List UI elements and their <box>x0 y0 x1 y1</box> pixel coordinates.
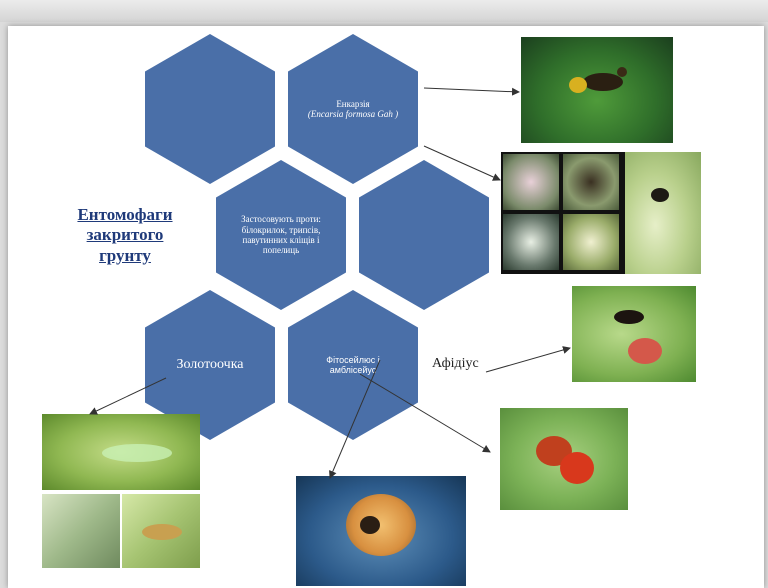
aphidius-label: Афідіус <box>432 356 479 371</box>
aphidius-photo <box>572 286 696 382</box>
arrow-aphidius-photo <box>485 346 571 373</box>
lacewing-larva-photo <box>122 494 200 568</box>
phytoseiulus-text: Фітосейлюс і амблісейус <box>326 354 380 375</box>
phytoseiulus-mite-photo <box>500 408 628 510</box>
arrow-amblyseius-photo <box>329 359 381 479</box>
lacewing-adult-photo <box>42 414 200 490</box>
encarsia-latin-name: (Encarsia formosa Gah ) <box>307 109 399 119</box>
encarsia-photo <box>521 37 673 143</box>
center-text: Застосовують проти: білокрилок, трипсів,… <box>241 214 321 256</box>
arrow-encarsia-photo <box>423 87 520 96</box>
lacewing-eggs-photo <box>42 494 120 568</box>
hexagon-top-left <box>145 34 275 184</box>
encarsia-text: Енкарзія (Encarsia formosa Gah ) <box>294 99 412 120</box>
arrow-lacewing-photo <box>89 377 167 415</box>
chrysopa-text: Золотоочка <box>176 356 244 372</box>
whitefly-parasitism-photo <box>501 152 701 274</box>
amblyseius-mite-photo <box>296 476 466 586</box>
window-top-bar <box>0 0 768 22</box>
encarsia-name: Енкарзія <box>336 98 370 109</box>
arrow-phytoseiulus-photo <box>359 373 491 453</box>
arrow-whitefly-photo <box>423 145 501 181</box>
diagram-title: Ентомофаги закритого грунту <box>77 205 173 265</box>
